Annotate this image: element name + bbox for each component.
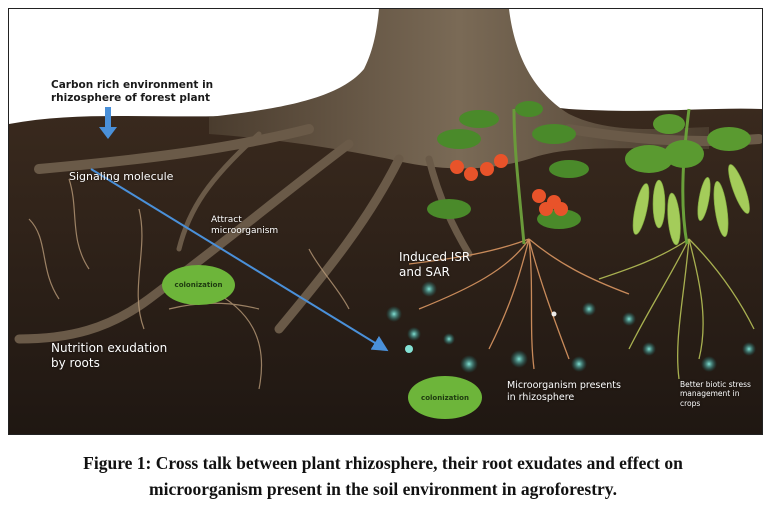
colonization-blob-2: colonization bbox=[408, 376, 482, 419]
label-attract-microorganism: Attract microorganism bbox=[211, 215, 279, 237]
bean-plant bbox=[625, 108, 751, 246]
colonization-blob-1: colonization bbox=[162, 265, 235, 305]
tomato-roots bbox=[408, 238, 630, 370]
fine-roots bbox=[28, 178, 350, 390]
caption-line-2: microorganism present in the soil enviro… bbox=[149, 479, 617, 499]
tomato-plant bbox=[427, 101, 589, 245]
label-nutrition-exudation: Nutrition exudation by roots bbox=[51, 341, 168, 370]
figure-panel: Carbon rich environment in rhizosphere o… bbox=[8, 8, 763, 435]
label-better-biotic-stress: Better biotic stress management in crops bbox=[680, 380, 751, 408]
bean-roots bbox=[598, 238, 755, 380]
label-microorganism-presents: Microorganism presents in rhizosphere bbox=[507, 380, 621, 403]
label-induced-isr-sar: Induced ISR and SAR bbox=[399, 250, 471, 279]
soil bbox=[9, 104, 762, 434]
down-arrow-icon bbox=[99, 107, 117, 139]
rhizosphere-illustration bbox=[9, 9, 762, 434]
caption-line-1: Figure 1: Cross talk between plant rhizo… bbox=[83, 453, 683, 473]
label-carbon-rich: Carbon rich environment in rhizosphere o… bbox=[51, 79, 214, 105]
figure-caption: Figure 1: Cross talk between plant rhizo… bbox=[0, 450, 766, 502]
signal-arrow bbox=[90, 168, 389, 352]
label-signaling-molecule: Signaling molecule bbox=[69, 170, 174, 183]
microbes bbox=[386, 281, 756, 373]
